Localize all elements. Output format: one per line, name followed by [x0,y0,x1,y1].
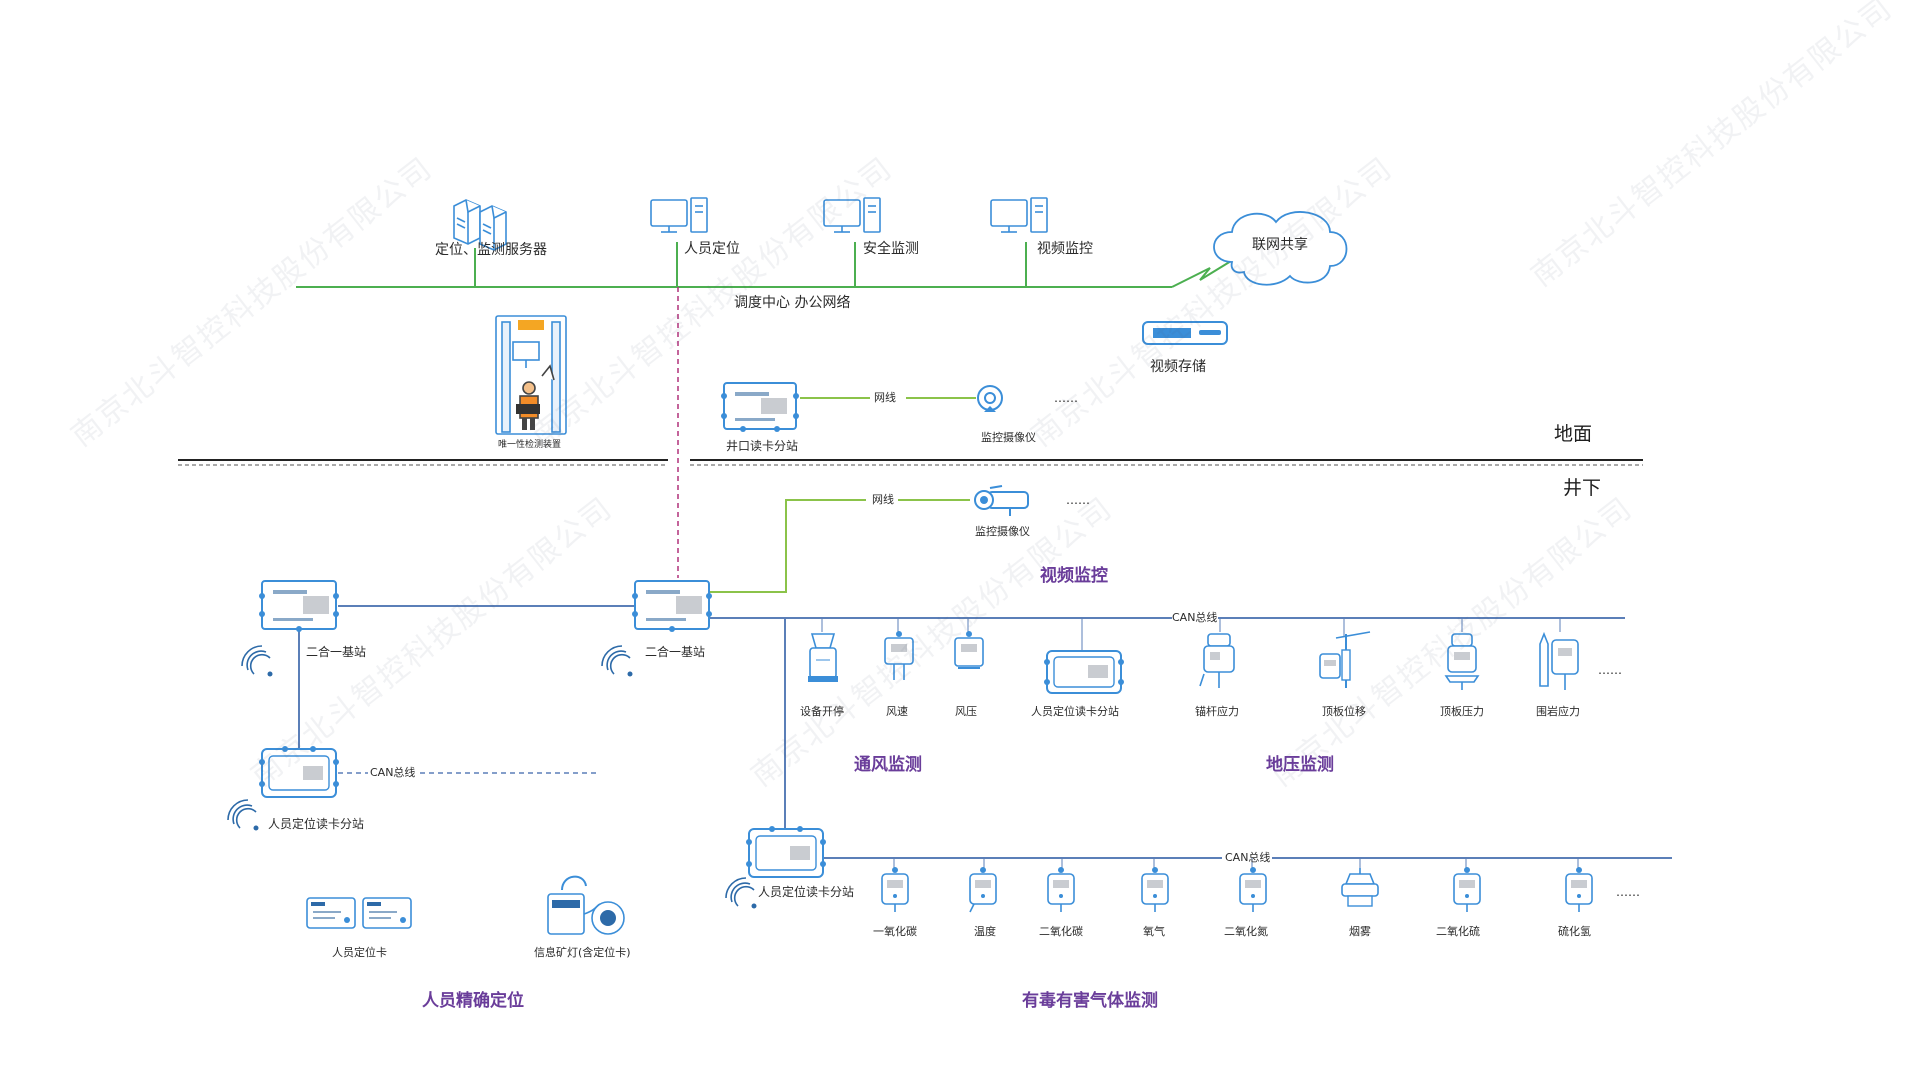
sensor-label-wind-pressure: 风压 [955,705,977,718]
smoke-sensor-icon [1338,866,1382,914]
reader-left-label: 人员定位读卡分站 [268,817,365,831]
surface-more: …… [1054,391,1078,405]
server-icon [453,199,507,251]
reader-left-bus-label: CAN总线 [370,766,416,779]
reader-station-bottom-icon [746,826,826,880]
wireless-signal-icon [232,636,280,684]
ug-net-line [710,499,866,593]
ug-net-label: 网线 [872,493,894,506]
ug-camera-label: 监控摄像仪 [975,525,1030,538]
positioning-card-icon [305,896,415,930]
co-sensor-icon [876,866,914,914]
surface-net-label: 网线 [874,391,896,404]
reader-bottom-label: 人员定位读卡分站 [758,885,855,899]
card-label: 人员定位卡 [332,946,387,959]
can-bus2-label: CAN总线 [1225,851,1271,864]
wind-speed-sensor-icon [882,630,916,684]
section-ground-pressure: 地压监测 [1266,755,1334,775]
gas-label-h2s: 硫化氢 [1558,925,1591,938]
base-station-center-icon [632,578,712,632]
workstation-icon-3 [990,197,1048,233]
sensor-label-roof-displacement: 顶板位移 [1322,705,1366,718]
roof-pressure-sensor-icon [1442,630,1482,692]
sensor-label-wind-speed: 风速 [886,705,908,718]
section-video-monitoring: 视频监控 [1040,566,1108,586]
gas-label-no2: 二氧化氮 [1224,925,1268,938]
roof-displacement-sensor-icon [1316,630,1374,692]
section-personnel-positioning: 人员精确定位 [422,991,524,1011]
temperature-sensor-icon [964,866,1002,914]
ug-camera-icon [970,484,1036,520]
workstation-label-2: 安全监测 [863,241,919,257]
base-station-center-label: 二合一基站 [645,645,706,659]
workstation-label-1: 人员定位 [684,241,740,257]
video-storage-label: 视频存储 [1150,359,1206,375]
section-ventilation: 通风监测 [854,755,922,775]
gas-label-temp: 温度 [974,925,996,938]
reader-station-left-icon [259,746,339,800]
h2s-sensor-icon [1560,866,1598,914]
gas-label-smoke: 烟雾 [1349,925,1371,938]
sensor-label-reader: 人员定位读卡分站 [1031,705,1119,718]
surface-camera-label: 监控摄像仪 [981,431,1036,444]
lamp-label: 信息矿灯(含定位卡) [534,946,631,959]
cloud-icon [1213,211,1348,286]
identity-device-label: 唯一性检测装置 [498,440,562,450]
identity-device-icon [495,315,567,435]
oxygen-sensor-icon [1136,866,1174,914]
gas-label-so2: 二氧化硫 [1436,925,1480,938]
no2-sensor-icon [1234,866,1272,914]
shaft-reader-label: 井口读卡分站 [726,439,799,453]
zone-label-underground: 井下 [1563,477,1602,499]
surrounding-rock-stress-sensor-icon [1534,630,1584,694]
gas-label-co2: 二氧化碳 [1039,925,1083,938]
cloud-label: 联网共享 [1252,237,1308,253]
sensor-label-equipment: 设备开停 [800,705,844,718]
shaft-reader-station-icon [721,380,799,432]
base-station-left-icon [259,578,339,632]
wireless-signal-icon [716,868,764,916]
row1-more: …… [1598,663,1622,677]
base-station-left-label: 二合一基站 [306,645,367,659]
sensor-label-roof-pressure: 顶板压力 [1440,705,1484,718]
office-network-label: 调度中心 办公网络 [734,295,851,311]
gas-label-o2: 氧气 [1143,925,1165,938]
workstation-icon-1 [650,197,708,233]
so2-sensor-icon [1448,866,1486,914]
can-bus-label: CAN总线 [1172,611,1218,624]
co2-sensor-icon [1042,866,1080,914]
server-label: 定位、监测服务器 [435,242,547,258]
surface-camera-icon [974,384,1006,418]
wireless-signal-icon [218,790,266,838]
equipment-status-sensor-icon [804,630,842,684]
anchor-stress-sensor-icon [1198,630,1240,690]
sensor-label-rock-stress: 围岩应力 [1536,705,1580,718]
mining-lamp-icon [544,870,630,940]
row2-more: …… [1616,885,1640,899]
gas-label-co: 一氧化碳 [873,925,917,938]
sensor-label-anchor: 锚杆应力 [1195,705,1239,718]
zone-label-surface: 地面 [1554,423,1593,445]
wind-pressure-sensor-icon [952,630,986,678]
workstation-icon-2 [823,197,881,233]
video-storage-icon [1142,321,1228,345]
workstation-label-3: 视频监控 [1037,241,1093,257]
lightning-link [1171,257,1237,288]
wireless-signal-icon [592,636,640,684]
section-gas-monitoring: 有毒有害气体监测 [1022,991,1158,1011]
reader-station-row1-icon [1044,648,1124,696]
ug-more: …… [1066,493,1090,507]
